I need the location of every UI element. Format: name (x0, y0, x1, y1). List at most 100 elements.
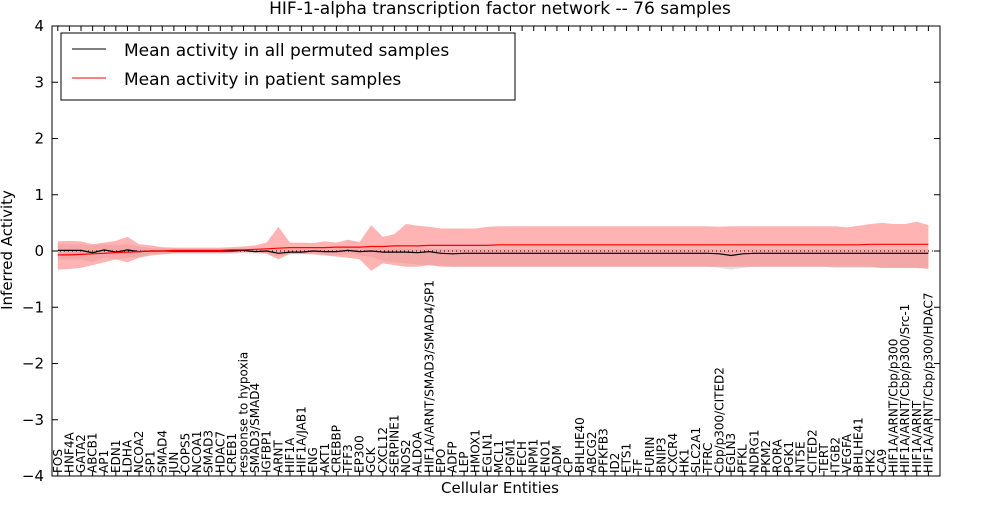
x-tick-label: FECH (515, 441, 529, 473)
x-tick-label: AP1 (97, 450, 111, 473)
x-tick-label: LEP (457, 451, 471, 473)
y-tick-label: 2 (34, 130, 44, 148)
x-tick-label: HIF1A/ARNT/Cbp/p300/HDAC7 (921, 292, 935, 473)
x-tick-label: NOS2 (399, 439, 413, 473)
x-tick-label: IGFBP1 (260, 430, 274, 473)
y-tick-label: −2 (22, 355, 44, 373)
x-tick-label: PGK1 (782, 441, 796, 473)
x-tick-label: CA9 (875, 449, 889, 473)
x-tick-label: HIF1A/ARNT (910, 400, 924, 473)
axes (51, 25, 941, 477)
x-tick-label: SERPINE1 (387, 414, 401, 473)
x-tick-label: NPM1 (527, 439, 541, 473)
x-tick-label: NCOA1 (190, 431, 204, 473)
x-tick-labels: FOSHNF4AGATA2ABCB1AP1EDN1LDHANCOA2SP1SMA… (51, 280, 936, 474)
x-tick-label: HK2 (863, 448, 877, 473)
x-tick-label: ABCG2 (585, 431, 599, 473)
x-tick-label: HIF1A/ARNT/SMAD3/SMAD4/SP1 (422, 280, 436, 473)
x-tick-label: HIF1A (283, 437, 297, 473)
x-tick-label: PFKL (736, 444, 750, 473)
x-tick-label: SMAD3/SMAD4 (248, 383, 262, 473)
x-tick-label: GATA2 (74, 434, 88, 473)
legend: Mean activity in all permuted samples Me… (60, 32, 516, 101)
x-tick-label: NCOA2 (132, 431, 146, 473)
x-tick-label: MCL1 (492, 440, 506, 473)
y-tick-label: 1 (34, 186, 44, 204)
x-tick-label: CITED2 (805, 429, 819, 473)
x-tick-label: PGM1 (504, 438, 518, 473)
series-lines (52, 243, 940, 257)
x-tick-label: COPS5 (179, 433, 193, 473)
x-tick-label: ETS1 (620, 443, 634, 473)
y-tick-label: 3 (34, 73, 44, 91)
x-tick-label: FURIN (643, 436, 657, 473)
x-tick-label: CREB1 (225, 433, 239, 473)
x-tick-label: CP (562, 457, 576, 473)
x-tick-label: LDHA (121, 439, 135, 473)
x-tick-label: AKT1 (318, 443, 332, 473)
x-tick-label: ITGB2 (829, 437, 843, 473)
confidence-bands (57, 221, 929, 271)
x-tick-label: ID2 (608, 453, 622, 473)
x-tick-label: RORA (771, 438, 785, 473)
x-tick-label: FOS (51, 449, 65, 473)
y-tick-labels: −4 −3 −2 −1 0 1 2 3 4 (22, 17, 44, 485)
x-tick-label: ARNT (271, 439, 285, 473)
x-tick-label: TERT (817, 443, 831, 474)
x-tick-label: TFF3 (341, 444, 355, 474)
legend-label-permuted: Mean activity in all permuted samples (124, 41, 449, 61)
x-tick-label: HMOX1 (469, 429, 483, 473)
x-tick-label: HDAC7 (213, 431, 227, 473)
x-tick-label: VEGFA (840, 433, 854, 473)
x-tick-label: BHLHE41 (852, 417, 866, 473)
x-tick-label: GCK (364, 446, 378, 473)
x-tick-label: CXCL12 (376, 427, 390, 473)
line-series-1 (57, 243, 929, 256)
x-tick-label: HIF1A/ARNT/Cbp/p300 (887, 339, 901, 473)
x-tick-label: EP300 (353, 435, 367, 473)
x-tick-label: BNIP3 (654, 437, 668, 473)
x-tick-label: ENG (306, 447, 320, 473)
x-tick-label: EDN1 (109, 440, 123, 473)
x-tick-label: ADM (550, 445, 564, 473)
x-tick-label: Cbp/p300/CITED2 (713, 367, 727, 473)
y-tick-label: −4 (22, 467, 44, 485)
x-tick-label: ADFP (446, 441, 460, 473)
x-tick-label: TF (631, 459, 645, 474)
x-tick-label: PFKFB3 (596, 428, 610, 473)
y-tick-label: −3 (22, 411, 44, 429)
legend-label-patient: Mean activity in patient samples (124, 70, 401, 90)
y-tick-label: 0 (34, 242, 44, 260)
x-tick-label: BHLHE40 (573, 417, 587, 473)
y-tick-label: 4 (34, 17, 44, 35)
y-tick-label: −1 (22, 298, 44, 316)
band-series-1 (57, 221, 929, 271)
x-tick-label: ABCB1 (86, 433, 100, 473)
x-tick-label: NDRG1 (747, 430, 761, 474)
x-tick-label: HNF4A (62, 431, 76, 473)
x-tick-label: CXCR4 (666, 433, 680, 473)
x-tick-label: HK1 (678, 448, 692, 473)
x-tick-label: NT5E (794, 441, 808, 473)
x-tick-label: SLC2A1 (689, 427, 703, 473)
x-tick-label: EGLN3 (724, 433, 738, 473)
legend-box (60, 32, 516, 101)
x-tick-label: EPO (434, 449, 448, 473)
x-tick-label: PKM2 (759, 440, 773, 473)
y-axis-label: Inferred Activity (0, 190, 16, 310)
x-tick-label: SP1 (144, 451, 158, 474)
x-axis-label: Cellular Entities (441, 479, 559, 497)
x-tick-label: JUN (167, 452, 181, 474)
x-tick-label: response to hypoxia (237, 352, 251, 473)
x-tick-label: HIF1A/JAB1 (295, 406, 309, 473)
x-tick-label: CREBBP (329, 425, 343, 473)
x-tick-label: ALDOA (411, 431, 425, 473)
x-tick-label: HIF1A/ARNT/Cbp/p300/Src-1 (898, 304, 912, 473)
chart-title: HIF-1-alpha transcription factor network… (269, 0, 731, 19)
x-tick-label: TFRC (701, 443, 715, 474)
x-tick-label: SMAD3 (202, 430, 216, 473)
x-tick-label: ENO1 (538, 439, 552, 473)
x-tick-label: SMAD4 (155, 430, 169, 473)
x-tick-label: EGLN1 (480, 433, 494, 473)
